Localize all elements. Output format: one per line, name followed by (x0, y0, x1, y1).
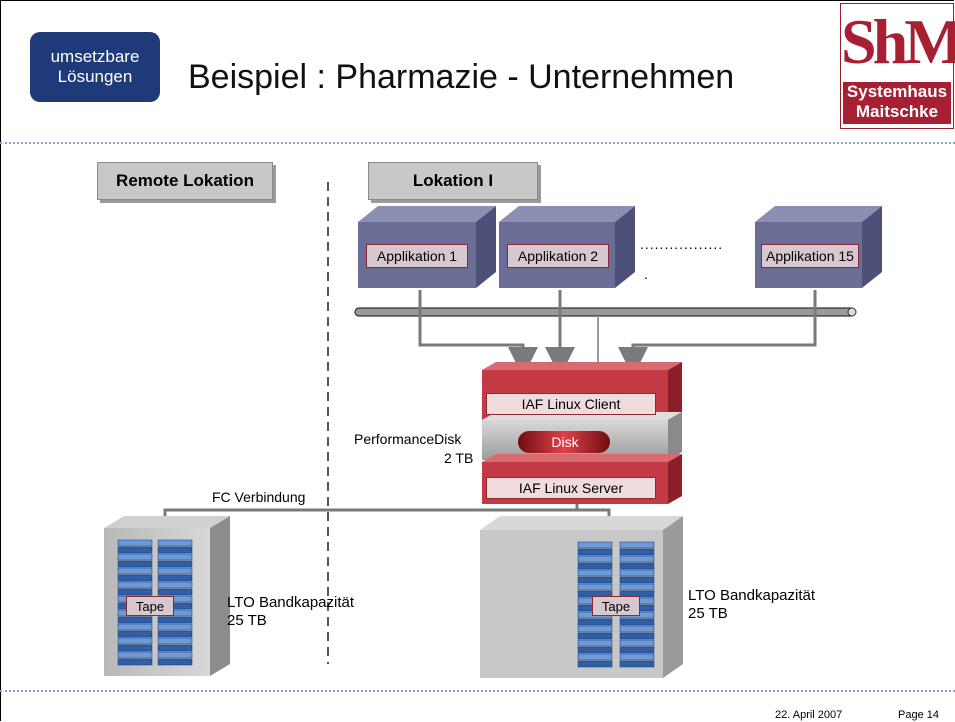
tape-slot (157, 574, 193, 582)
tape-slot (157, 630, 193, 638)
footer-page: Page 14 (898, 709, 939, 721)
badge-line-2: Lösungen (57, 67, 133, 86)
disk-label: Disk (551, 434, 579, 450)
tape-slot (117, 588, 153, 596)
tape-slot (117, 644, 153, 652)
performance-disk-box (482, 412, 682, 460)
tape-slot (117, 651, 153, 659)
tape-slot (577, 646, 613, 654)
tape-slot (117, 539, 153, 547)
solutions-badge: umsetzbare Lösungen (30, 32, 160, 102)
network-bus (354, 307, 856, 317)
local-tape-capacity-label: LTO Bandkapazität (688, 587, 816, 604)
app-ellipsis: ................. (640, 236, 724, 252)
tape-slot (577, 583, 613, 591)
app-label-1: Applikation 1 (366, 244, 468, 268)
local-tape-tag: Tape (592, 596, 640, 616)
fc-connection-label: FC Verbindung (212, 489, 306, 505)
tape-slot (577, 548, 613, 556)
tape-slot (577, 618, 613, 626)
tape-slot (157, 546, 193, 554)
tape-slot (619, 555, 655, 563)
page-title: Beispiel : Pharmazie - Unternehmen (188, 58, 735, 96)
tape-slot (577, 555, 613, 563)
tape-slot (577, 653, 613, 661)
logo-line-1: Systemhaus (846, 82, 948, 101)
company-logo: ShM Systemhaus Maitschke (840, 3, 955, 129)
bus-end (847, 307, 857, 317)
remote-location-header: Remote Lokation (97, 162, 273, 200)
iaf-server-label: IAF Linux Server (486, 477, 656, 499)
tape-slot (157, 637, 193, 645)
tape-slot (157, 553, 193, 561)
tape-slot (157, 651, 193, 659)
tape-slot (619, 548, 655, 556)
logo-wordmark: Systemhaus Maitschke (843, 82, 951, 124)
tape-slot (577, 541, 613, 549)
tape-slot (117, 560, 153, 568)
logo-line-2: Maitschke (855, 102, 939, 121)
tape-slot (619, 632, 655, 640)
tape-slot (157, 567, 193, 575)
performance-disk-label: PerformanceDisk (354, 431, 462, 447)
tape-slot (619, 541, 655, 549)
tape-slot (117, 567, 153, 575)
tape-slot (619, 618, 655, 626)
tape-slot (117, 630, 153, 638)
tape-slot (157, 623, 193, 631)
tape-slot (117, 574, 153, 582)
tape-slot (619, 576, 655, 584)
tape-slot (619, 660, 655, 668)
header-divider (0, 142, 955, 144)
tape-slot (117, 658, 153, 666)
tape-slot (619, 562, 655, 570)
footer-divider (0, 690, 955, 692)
tape-slot (577, 576, 613, 584)
tape-slot (619, 639, 655, 647)
tape-slot (577, 639, 613, 647)
tape-slot (577, 632, 613, 640)
tape-slot (577, 569, 613, 577)
fc-connection (163, 508, 611, 518)
local-tape-capacity-value: 25 TB (688, 605, 728, 622)
tape-slot (117, 581, 153, 589)
tape-slot (117, 553, 153, 561)
tape-slot (619, 646, 655, 654)
local-location-header: Lokation I (368, 162, 538, 200)
footer-date: 22. April 2007 (775, 709, 843, 721)
tape-slot (117, 637, 153, 645)
tape-slot (577, 660, 613, 668)
remote-tape-capacity-label: LTO Bandkapazität (227, 594, 355, 611)
disk-cylinder (518, 431, 610, 453)
remote-tape-tag: Tape (126, 596, 174, 616)
performance-disk-size: 2 TB (444, 450, 474, 466)
tape-slot (157, 658, 193, 666)
tape-slot (157, 581, 193, 589)
tape-slot (157, 616, 193, 624)
tape-slot (117, 546, 153, 554)
tape-slot (157, 560, 193, 568)
tape-slot (619, 653, 655, 661)
app-ellipsis-dot: . (644, 266, 648, 282)
tape-slot (577, 562, 613, 570)
tape-slot (619, 569, 655, 577)
tape-slot (619, 583, 655, 591)
tape-slot (117, 623, 153, 631)
tape-slot (157, 588, 193, 596)
remote-tape-capacity-value: 25 TB (227, 612, 267, 629)
badge-line-1: umsetzbare (50, 47, 140, 66)
app-label-15: Applikation 15 (761, 244, 859, 268)
tape-slot (577, 625, 613, 633)
iaf-client-label: IAF Linux Client (486, 393, 656, 415)
tape-slot (157, 539, 193, 547)
tape-slot (157, 644, 193, 652)
logo-mark: ShM (841, 4, 955, 80)
tape-slot (619, 625, 655, 633)
bus-connectors (418, 290, 817, 377)
tape-slot (117, 616, 153, 624)
app-label-2: Applikation 2 (507, 244, 609, 268)
